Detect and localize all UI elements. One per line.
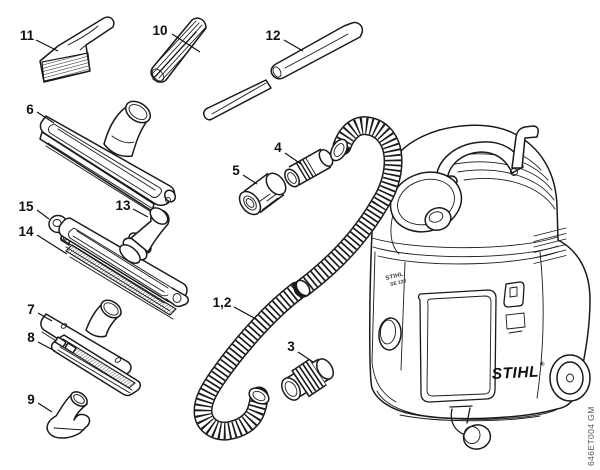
callout-flat-nozzle: 7	[27, 302, 35, 317]
leader-upholstery-nozzle	[37, 402, 53, 413]
doc-code: 646ET004 GM	[586, 406, 596, 466]
lid-inlet	[389, 171, 463, 233]
model-label-brand: STIHL	[385, 272, 404, 282]
callout-brush-nozzle: 11	[20, 28, 35, 43]
leader-floor-nozzle	[36, 111, 55, 124]
front-caster	[449, 405, 492, 450]
rear-wheel	[549, 354, 591, 402]
part-suction-hose	[193, 116, 403, 441]
leader-long-crevice-tube	[283, 39, 304, 52]
part-flat-nozzle	[40, 299, 141, 397]
leader-squeegee-strip	[36, 234, 68, 255]
part-hose-connector	[281, 358, 335, 401]
callout-adapter-sleeve: 4	[274, 140, 282, 155]
leader-guide-wheel	[36, 209, 50, 220]
leader-coupling-muff	[242, 174, 258, 185]
callout-upholstery-nozzle: 9	[27, 392, 35, 407]
leader-hose-connector	[297, 351, 314, 363]
callout-crevice-nozzle: 10	[152, 23, 167, 38]
leader-crevice-nozzle	[171, 33, 201, 53]
callout-squeegee-strip: 14	[18, 224, 34, 239]
callout-layer: 11 10 12 6 4 5 15 13 14 1,2 7 8 3 9	[18, 23, 314, 413]
front-recess	[417, 289, 497, 403]
stihl-logo-text: STIHL	[491, 364, 539, 383]
model-label: STIHL SE 120	[385, 272, 408, 288]
vent-slats	[533, 227, 567, 264]
callout-floor-nozzle: 6	[26, 102, 34, 117]
lid-latch	[503, 281, 526, 334]
leader-flat-nozzle	[37, 312, 53, 322]
stihl-logo-registered-mark: ®	[540, 361, 545, 368]
callout-long-crevice-tube: 12	[265, 28, 280, 43]
front-column	[371, 251, 406, 403]
part-floor-nozzle	[39, 100, 177, 216]
part-coupling-muff	[238, 172, 287, 216]
leader-wet-floor-nozzle	[132, 208, 149, 218]
part-long-crevice-tube	[203, 21, 364, 121]
leader-suction-hose	[233, 306, 257, 320]
leader-adapter-sleeve	[284, 152, 302, 165]
part-wet-floor-nozzle	[48, 207, 189, 320]
part-adapter-sleeve	[284, 148, 334, 188]
model-label-model: SE 120	[390, 278, 408, 288]
vacuum-cleaner: STIHL ® STIHL SE 120	[369, 124, 591, 450]
part-brush-nozzle	[39, 16, 115, 83]
part-upholstery-nozzle	[46, 391, 91, 439]
callout-coupling-muff: 5	[232, 163, 240, 178]
callout-flat-nozzle-squeegee: 8	[27, 330, 35, 345]
callout-hose-connector: 3	[287, 339, 295, 354]
leader-brush-nozzle	[35, 39, 59, 52]
callout-suction-hose: 1,2	[213, 295, 232, 310]
callout-wet-floor-nozzle: 13	[115, 198, 131, 213]
leader-flat-nozzle-squeegee	[37, 341, 56, 352]
callout-guide-wheel: 15	[18, 199, 34, 214]
